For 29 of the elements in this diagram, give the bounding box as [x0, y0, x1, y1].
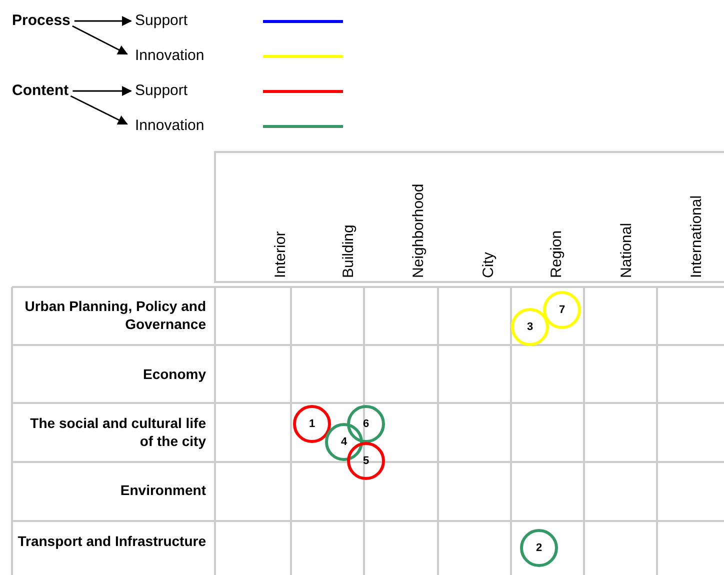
- column-header: Building: [340, 224, 358, 278]
- row-header: The social and cultural life of the city: [29, 414, 206, 450]
- numbered-circle: 2: [520, 529, 558, 567]
- column-header: International: [688, 195, 706, 278]
- numbered-circle: 6: [347, 405, 385, 443]
- arrow: [72, 25, 128, 55]
- column-header: City: [480, 252, 498, 278]
- row-header: Urban Planning, Policy and Governance: [24, 297, 206, 333]
- row-header: Economy: [142, 365, 206, 383]
- column-header: Region: [548, 230, 566, 278]
- row-header: Environment: [119, 481, 206, 499]
- legend-label: Support: [135, 82, 188, 100]
- legend-label: Innovation: [135, 117, 204, 135]
- numbered-circle: 5: [347, 442, 385, 480]
- column-header: National: [618, 222, 636, 278]
- arrow: [72, 86, 132, 96]
- arrow: [70, 95, 128, 125]
- arrow: [74, 16, 132, 26]
- numbered-circle: 7: [543, 291, 581, 329]
- numbered-circle: 3: [511, 308, 549, 346]
- group-label: Process: [12, 12, 70, 30]
- legend-label: Support: [135, 12, 188, 30]
- row-header: Transport and Infrastructure: [16, 532, 206, 550]
- group-label: Content: [12, 82, 69, 100]
- numbered-circle: 1: [293, 405, 331, 443]
- column-header: Neighborhood: [410, 184, 428, 278]
- legend-label: Innovation: [135, 47, 204, 65]
- numbered-circle: 4: [325, 423, 363, 461]
- column-header: Interior: [272, 231, 290, 278]
